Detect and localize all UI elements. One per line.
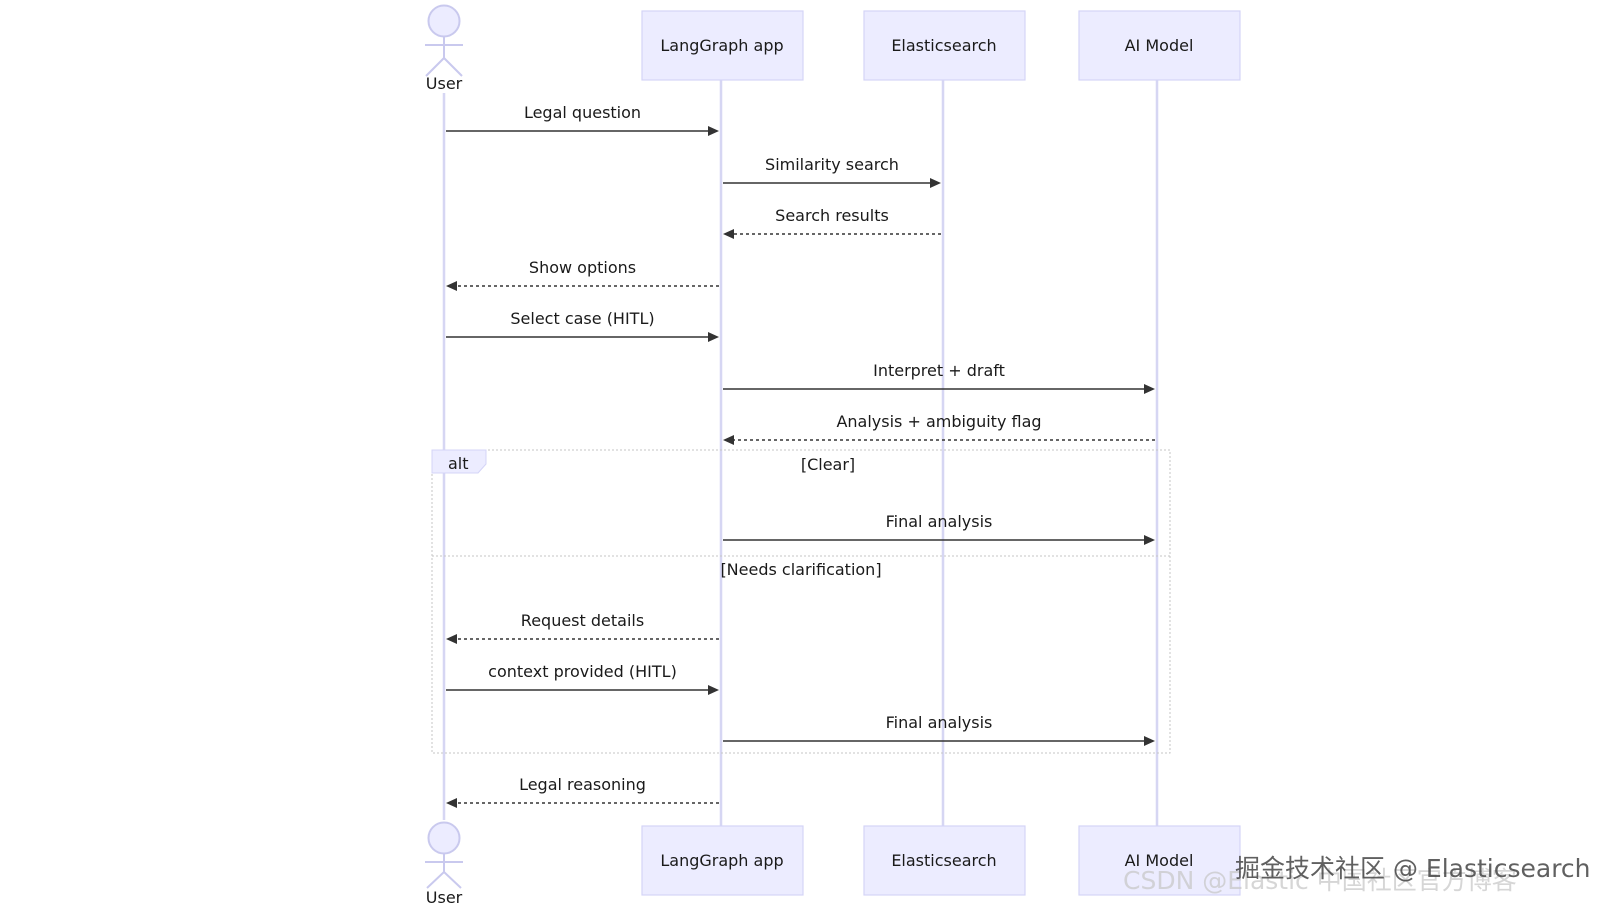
message-4: Show options: [446, 258, 719, 291]
message-label: Request details: [521, 611, 644, 630]
arrowhead: [446, 281, 457, 291]
watermark-juejin: 掘金技术社区 @ Elasticsearch: [1235, 854, 1591, 883]
alt-tab: [431, 449, 487, 474]
participant-label-ai-model-bottom: AI Model: [1125, 851, 1194, 870]
participant-label-langgraph-app: LangGraph app: [660, 36, 783, 55]
actor-head: [427, 4, 461, 38]
arrowhead: [708, 332, 719, 342]
arrowhead: [930, 178, 941, 188]
watermark-csdn: CSDN @Elastic 中国社区官方博客: [1123, 866, 1517, 895]
message-label: Search results: [775, 206, 889, 225]
alt-keyword: alt: [448, 454, 469, 473]
participant-ai-model-top: AI Model: [1078, 10, 1241, 81]
participant-elasticsearch-bottom: Elasticsearch: [863, 825, 1026, 896]
message-label: context provided (HITL): [488, 662, 677, 681]
message-label: Final analysis: [886, 512, 993, 531]
participant-elasticsearch-top: Elasticsearch: [863, 10, 1026, 81]
arrowhead: [1144, 736, 1155, 746]
arrowhead: [1144, 535, 1155, 545]
actor-head: [427, 821, 461, 855]
participant-box: [641, 10, 804, 81]
actor-label-user: User: [426, 74, 463, 93]
arrowhead: [708, 126, 719, 136]
message-label: Analysis + ambiguity flag: [836, 412, 1041, 431]
participant-label-langgraph-app-bottom: LangGraph app: [660, 851, 783, 870]
arrowhead: [446, 634, 457, 644]
arrowhead: [723, 435, 734, 445]
participant-label-ai-model: AI Model: [1125, 36, 1194, 55]
actor-leg-left: [426, 871, 445, 889]
participant-box: [863, 825, 1026, 896]
message-12: Legal reasoning: [446, 775, 719, 808]
actor-user-top: User: [425, 4, 463, 93]
message-label: Legal reasoning: [519, 775, 646, 794]
message-6: Interpret + draft: [723, 361, 1155, 394]
alt-fragment: alt [Clear] [Needs clarification]: [431, 449, 1171, 754]
alt-condition-clear: [Clear]: [801, 455, 855, 474]
participant-ai-model-bottom: AI Model: [1078, 825, 1241, 896]
message-label: Show options: [529, 258, 636, 277]
participant-box: [641, 825, 804, 896]
message-1: Legal question: [446, 103, 719, 136]
message-label: Interpret + draft: [873, 361, 1005, 380]
participant-box: [863, 10, 1026, 81]
arrowhead: [723, 229, 734, 239]
message-9: Request details: [446, 611, 719, 644]
arrowhead: [1144, 384, 1155, 394]
watermark: CSDN @Elastic 中国社区官方博客 掘金技术社区 @ Elastics…: [1123, 854, 1591, 895]
message-10: context provided (HITL): [446, 662, 719, 695]
message-7: Analysis + ambiguity flag: [723, 412, 1155, 445]
message-2: Similarity search: [723, 155, 941, 188]
actor-leg-right: [443, 57, 463, 77]
actor-leg-left: [425, 57, 445, 77]
participant-label-elasticsearch: Elasticsearch: [891, 36, 996, 55]
actor-label-user-bottom: User: [426, 888, 463, 906]
arrowhead: [446, 798, 457, 808]
message-8: Final analysis: [723, 512, 1155, 545]
participant-label-elasticsearch-bottom: Elasticsearch: [891, 851, 996, 870]
participant-langgraph-app-top: LangGraph app: [641, 10, 804, 81]
actor-leg-right: [443, 871, 462, 889]
message-label: Final analysis: [886, 713, 993, 732]
message-label: Legal question: [524, 103, 641, 122]
message-label: Select case (HITL): [510, 309, 654, 328]
actor-user-bottom: User: [425, 821, 463, 906]
message-5: Select case (HITL): [446, 309, 719, 342]
arrowhead: [708, 685, 719, 695]
message-11: Final analysis: [723, 713, 1155, 746]
participant-langgraph-app-bottom: LangGraph app: [641, 825, 804, 896]
alt-condition-needs-clarification: [Needs clarification]: [720, 560, 881, 579]
alt-frame: [431, 449, 1171, 754]
participant-box: [1078, 10, 1241, 81]
message-label: Similarity search: [765, 155, 899, 174]
participant-box: [1078, 825, 1241, 896]
message-3: Search results: [723, 206, 941, 239]
